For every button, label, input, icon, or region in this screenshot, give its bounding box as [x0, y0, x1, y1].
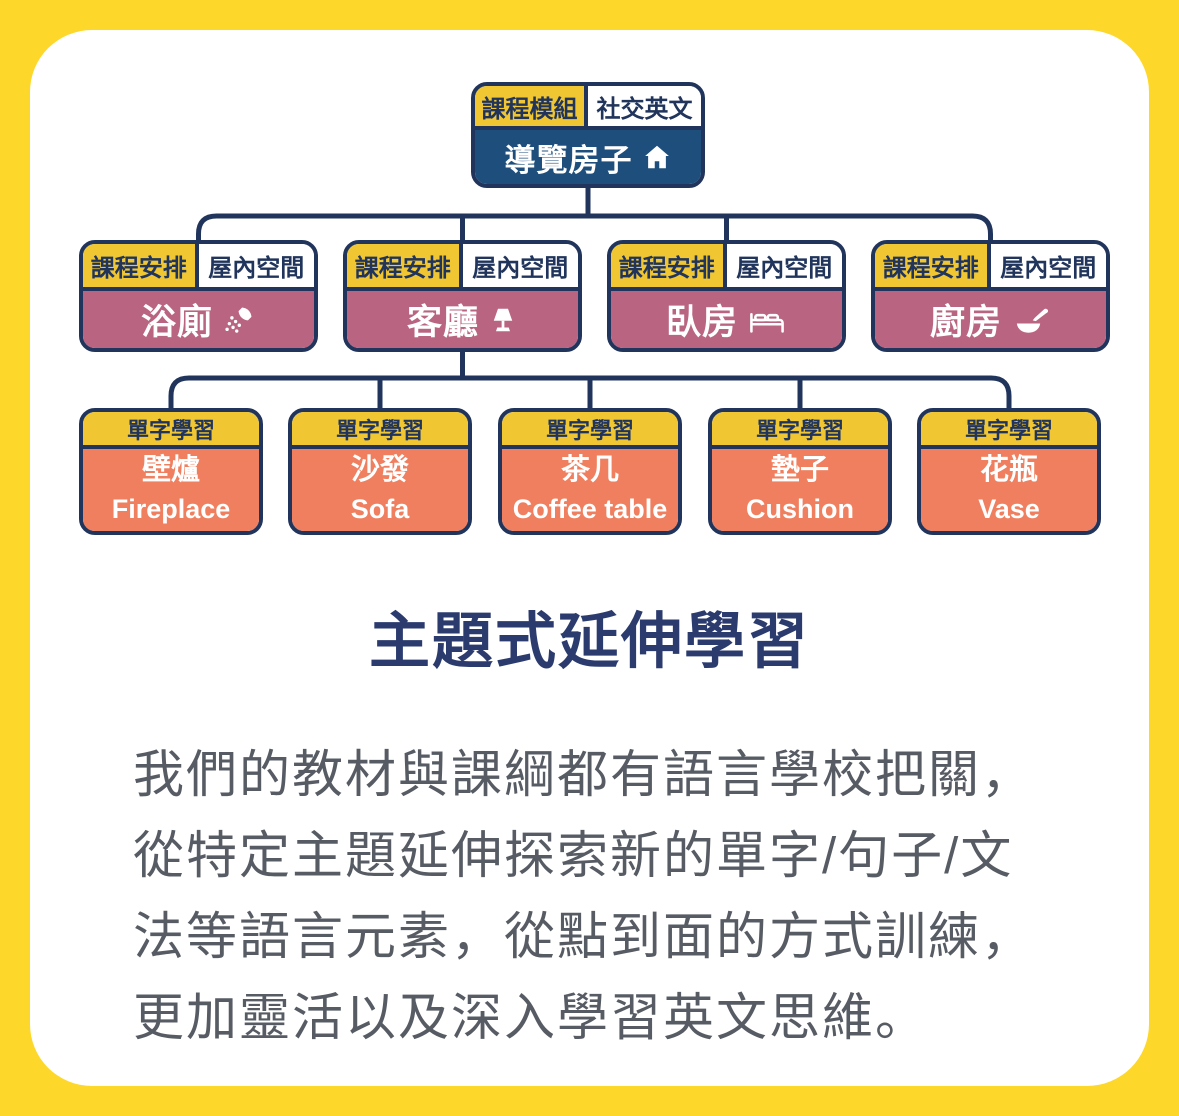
node-word-sofa: 單字學習 沙發 Sofa [288, 408, 472, 535]
lamp-icon [488, 305, 518, 335]
tree-connector-lines [168, 186, 1012, 410]
word-zh: 墊子 [770, 454, 829, 486]
word-en: Fireplace [111, 494, 231, 524]
bed-icon [747, 303, 787, 337]
node-word-vase: 單字學習 花瓶 Vase [917, 408, 1101, 535]
word-en: Coffee table [512, 494, 668, 524]
l2-tag-indoor-space: 屋內空間 [462, 244, 578, 287]
l3-tag-vocabulary: 單字學習 [712, 412, 888, 445]
room-title: 浴廁 [140, 303, 213, 342]
word-zh: 花瓶 [979, 454, 1038, 486]
node-word-cushion: 單字學習 墊子 Cushion [708, 408, 892, 535]
room-title: 客廳 [406, 303, 479, 342]
node-house-tour: 課程模組 社交英文 導覽房子 [471, 82, 705, 188]
word-zh: 茶几 [560, 454, 619, 486]
node-word-fireplace: 單字學習 壁爐 Fireplace [79, 408, 263, 535]
l3-tag-vocabulary: 單字學習 [292, 412, 468, 445]
course-tree-diagram: 課程模組 社交英文 導覽房子 課程安排 屋內空間 浴廁 [79, 82, 1110, 535]
node-bathroom: 課程安排 屋內空間 浴廁 [79, 240, 318, 352]
home-icon [642, 142, 672, 172]
root-tag-module: 課程模組 [475, 86, 588, 126]
shower-icon [222, 303, 256, 337]
l3-tag-vocabulary: 單字學習 [502, 412, 678, 445]
section-paragraph: 我們的教材與課綱都有語言學校把關， 從特定主題延伸探索新的單字/句子/文 法等語… [133, 734, 1034, 1058]
l2-tag-arrangement: 課程安排 [611, 244, 727, 287]
wok-icon [1011, 303, 1051, 337]
node-bedroom: 課程安排 屋內空間 臥房 [607, 240, 846, 352]
l3-tag-vocabulary: 單字學習 [921, 412, 1097, 445]
node-word-coffee-table: 單字學習 茶几 Coffee table [498, 408, 682, 535]
room-title: 臥房 [665, 303, 738, 342]
l2-tag-indoor-space: 屋內空間 [990, 244, 1106, 287]
paragraph-line: 更加靈活以及深入學習英文思維。 [133, 989, 929, 1046]
l2-tag-indoor-space: 屋內空間 [198, 244, 314, 287]
paragraph-line: 法等語言元素，從點到面的方式訓練， [133, 908, 1035, 965]
root-tag-social-english: 社交英文 [588, 86, 701, 126]
node-living-room: 課程安排 屋內空間 客廳 [343, 240, 582, 352]
word-en: Sofa [350, 494, 410, 524]
l3-tag-vocabulary: 單字學習 [83, 412, 259, 445]
word-en: Vase [978, 494, 1040, 524]
l2-tag-arrangement: 課程安排 [347, 244, 463, 287]
room-title: 廚房 [929, 303, 1002, 342]
paragraph-line: 從特定主題延伸探索新的單字/句子/文 [133, 827, 1014, 884]
l2-tag-arrangement: 課程安排 [83, 244, 199, 287]
word-zh: 壁爐 [141, 454, 200, 486]
word-zh: 沙發 [350, 454, 409, 486]
root-title: 導覽房子 [504, 142, 633, 178]
section-title: 主題式延伸學習 [368, 607, 810, 675]
l2-tag-indoor-space: 屋內空間 [726, 244, 842, 287]
node-kitchen: 課程安排 屋內空間 廚房 [871, 240, 1110, 352]
paragraph-line: 我們的教材與課綱都有語言學校把關， [133, 746, 1035, 803]
l2-tag-arrangement: 課程安排 [875, 244, 991, 287]
word-en: Cushion [746, 494, 854, 524]
